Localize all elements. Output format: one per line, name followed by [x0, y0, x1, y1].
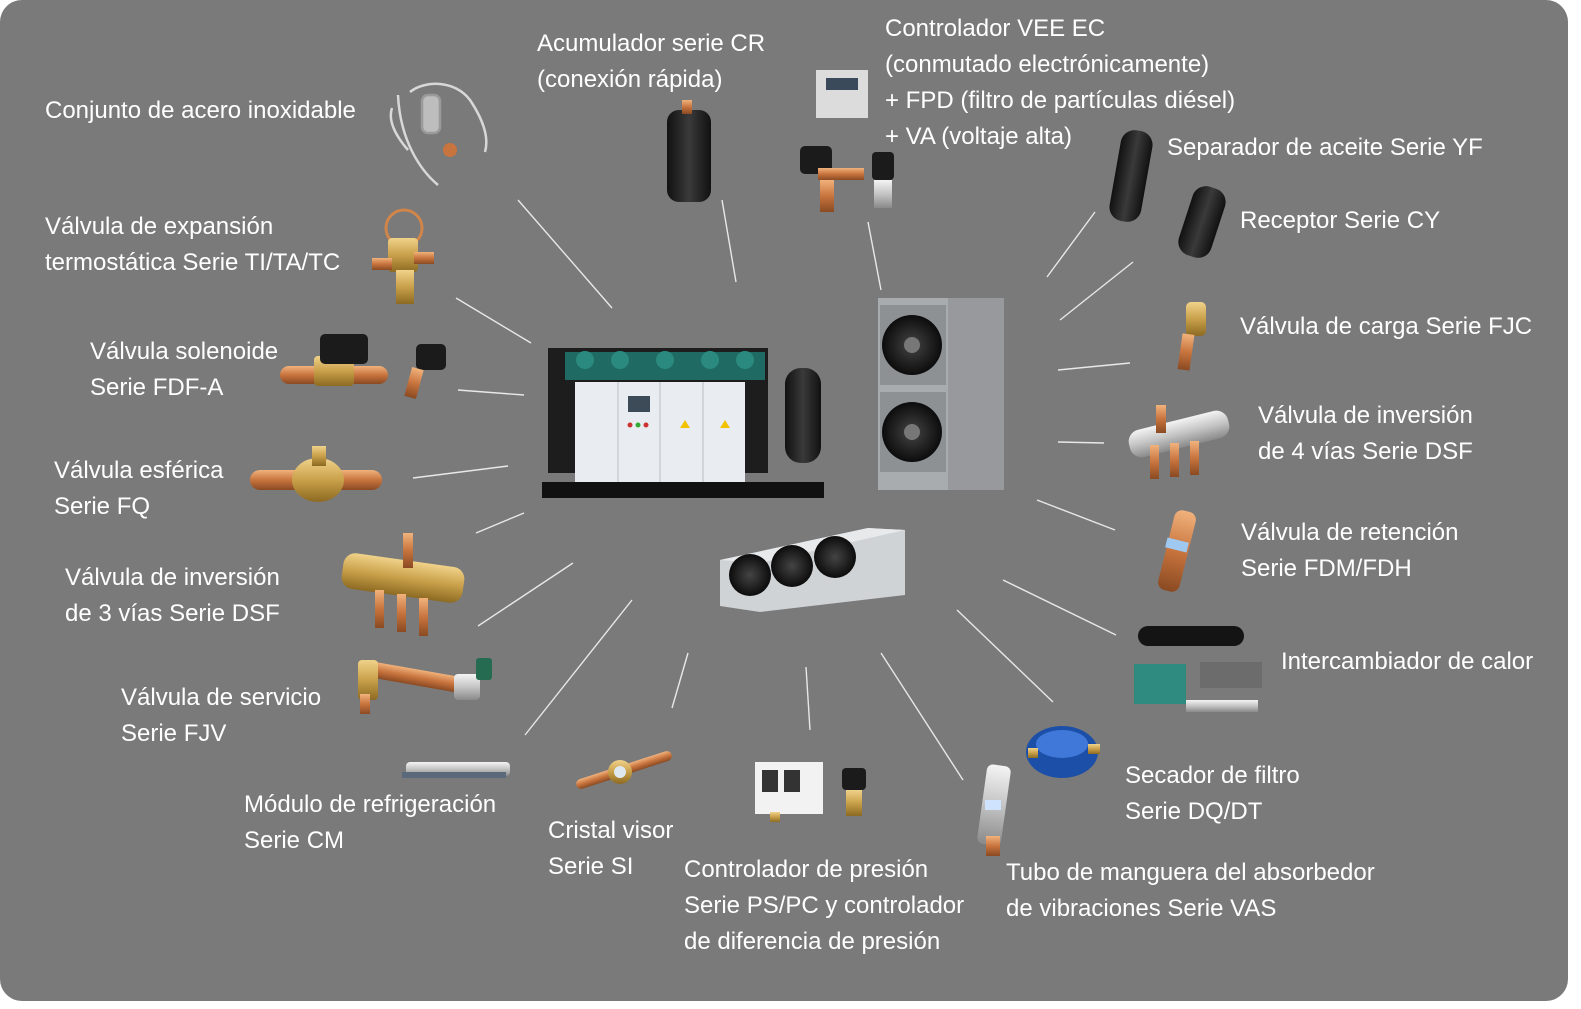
connector-three-way: [475, 512, 525, 534]
connector-oil-sep: [1046, 211, 1096, 278]
three-way-valve-icon: [341, 533, 465, 636]
charge-valve-icon: [1177, 302, 1206, 371]
label-service-valve: Válvula de servicio Serie FJV: [121, 684, 322, 747]
pressure-controller-icon: [755, 762, 866, 822]
label-solenoid: Válvula solenoide Serie FDF-A: [90, 338, 279, 401]
label-vibration-absorber: Tubo de manguera del absorbedor de vibra…: [1006, 859, 1375, 922]
label-stainless-assembly: Conjunto de acero inoxidable: [45, 97, 356, 124]
label-ball-valve: Válvula esférica Serie FQ: [54, 457, 224, 520]
accumulator-icon: [667, 100, 711, 202]
connector-check: [1036, 499, 1116, 531]
label-accumulator: Acumulador serie CR (conexión rápida): [537, 30, 766, 93]
connector-vas: [880, 652, 964, 781]
connector-cm: [524, 599, 633, 736]
four-way-valve-icon: [1128, 405, 1230, 479]
solenoid-valve-icon: [280, 334, 446, 400]
connector-vee: [867, 221, 882, 291]
sight-glass-icon: [576, 751, 672, 789]
label-receiver: Receptor Serie CY: [1240, 207, 1441, 234]
label-check-valve: Válvula de retención Serie FDM/FDH: [1241, 519, 1459, 582]
label-cm-module: Módulo de refrigeración Serie CM: [244, 791, 497, 854]
label-heat-exchanger: Intercambiador de calor: [1281, 648, 1534, 675]
label-oil-separator: Separador de aceite Serie YF: [1167, 134, 1483, 161]
label-filter-drier: Secador de filtro Serie DQ/DT: [1125, 762, 1300, 825]
txv-icon: [372, 208, 434, 304]
connector-accumulator: [721, 199, 737, 283]
connector-charge: [1057, 362, 1131, 371]
connector-ball: [412, 465, 509, 479]
connector-drier: [956, 609, 1054, 703]
label-charge-valve: Válvula de carga Serie FJC: [1240, 313, 1533, 340]
label-three-way: Válvula de inversión de 3 vías Serie DSF: [65, 564, 280, 627]
connector-solenoid: [457, 389, 525, 396]
connector-sight: [671, 652, 689, 709]
evaporator-icon: [720, 528, 905, 612]
label-pressure-controller: Controlador de presión Serie PS/PC y con…: [684, 856, 965, 955]
heat-exchanger-icon: [1134, 626, 1262, 712]
connector-hx: [1002, 579, 1117, 636]
compressor-rack-icon: [542, 348, 824, 498]
connector-receiver: [1059, 261, 1134, 321]
label-four-way: Válvula de inversión de 4 vías Serie DSF: [1258, 402, 1473, 465]
filter-drier-icon: [1026, 726, 1100, 778]
connector-txv: [455, 297, 532, 344]
condensing-unit-icon: [878, 298, 1004, 490]
label-sight-glass: Cristal visor Serie SI: [548, 817, 674, 880]
service-valve-icon: [358, 658, 492, 714]
check-valve-icon: [1158, 510, 1196, 592]
stainless-assembly-icon: [389, 82, 488, 186]
cm-module-icon: [402, 762, 510, 778]
connector-stainless: [517, 199, 613, 309]
connector-four-way: [1057, 441, 1105, 444]
vibration-absorber-icon: [977, 764, 1011, 856]
receiver-icon: [1178, 186, 1226, 258]
vee-controller-icon: [800, 70, 894, 212]
ball-valve-icon: [250, 446, 382, 502]
label-vee-controller: Controlador VEE EC (conmutado electrónic…: [885, 15, 1236, 150]
connector-pressure: [805, 666, 811, 731]
label-txv: Válvula de expansión termostática Serie …: [45, 213, 341, 276]
connector-service: [477, 562, 574, 627]
oil-separator-icon: [1109, 130, 1153, 222]
